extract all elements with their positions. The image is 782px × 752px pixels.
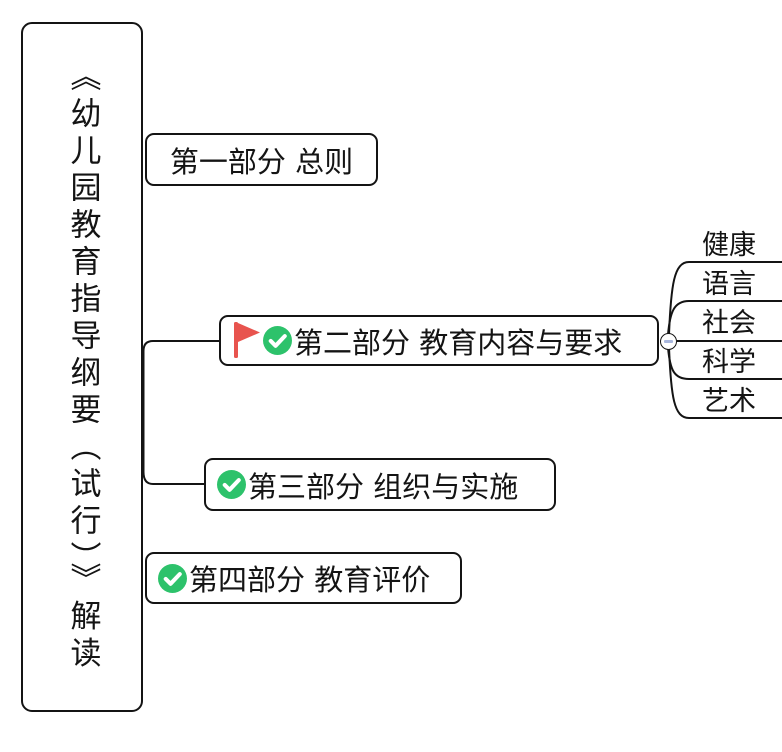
branch-part1[interactable]: 第一部分 总则 bbox=[145, 133, 378, 186]
branch-part4[interactable]: 第四部分 教育评价 bbox=[145, 552, 462, 604]
child-topic-society[interactable]: 社会 bbox=[702, 308, 756, 339]
branch-part2-label: 第二部分 教育内容与要求 bbox=[294, 325, 623, 360]
minus-icon bbox=[664, 340, 673, 343]
green-check-icon bbox=[158, 563, 187, 593]
child-topic-health[interactable]: 健康 bbox=[702, 230, 756, 261]
red-flag-icon bbox=[234, 322, 261, 359]
branch-part3[interactable]: 第三部分 组织与实施 bbox=[204, 458, 556, 511]
green-check-icon bbox=[263, 326, 292, 355]
branch-part2[interactable]: 第二部分 教育内容与要求 bbox=[219, 315, 659, 366]
root-topic-title: 《幼儿园教育指导纲要（试行）》解读 bbox=[64, 60, 101, 674]
branch-part1-label: 第一部分 总则 bbox=[169, 144, 354, 179]
child-topic-art[interactable]: 艺术 bbox=[702, 386, 756, 417]
green-check-icon bbox=[217, 470, 246, 499]
root-topic[interactable]: 《幼儿园教育指导纲要（试行）》解读 bbox=[21, 22, 143, 712]
branch-part3-label: 第三部分 组织与实施 bbox=[248, 469, 519, 504]
branch-part4-label: 第四部分 教育评价 bbox=[189, 563, 431, 597]
collapse-handle-minus[interactable] bbox=[660, 333, 677, 350]
child-topic-language[interactable]: 语言 bbox=[702, 269, 756, 300]
child-topic-science[interactable]: 科学 bbox=[702, 347, 756, 378]
